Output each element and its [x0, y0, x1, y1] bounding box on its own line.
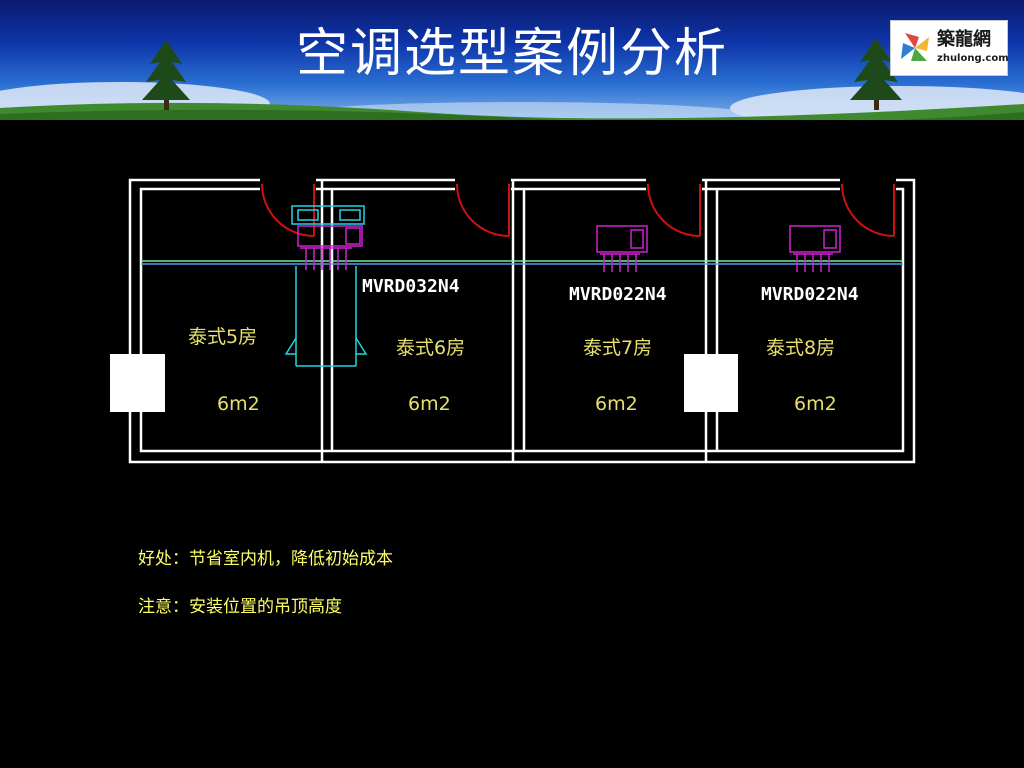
benefit-note: 好处：节省室内机，降低初始成本: [138, 549, 393, 569]
indoor-unit-room7: [596, 225, 648, 272]
tree-right: [850, 38, 902, 110]
floor-plan-diagram: MVRD032N4 MVRD022N4 MVRD022N4 泰式5房 泰式6房 …: [110, 176, 916, 464]
model-label-3: MVRD022N4: [761, 284, 859, 305]
indoor-unit-room8: [789, 225, 841, 272]
ducted-indoor-unit: [291, 205, 365, 270]
walls: [128, 178, 916, 464]
room-name-8: 泰式8房: [766, 337, 835, 359]
supply-duct: [284, 266, 368, 367]
room-area-6: 6m2: [408, 393, 451, 415]
model-label-2: MVRD022N4: [569, 284, 667, 305]
zhulong-logo: 築龍網 zhulong.com: [890, 20, 1009, 76]
room-name-5: 泰式5房: [188, 326, 257, 348]
room-area-7: 6m2: [595, 393, 638, 415]
logo-text: 築龍網: [937, 29, 991, 50]
sky-landscape-illustration: [0, 38, 1024, 120]
room-name-6: 泰式6房: [396, 337, 465, 359]
door-openings: [260, 176, 896, 194]
logo-url: zhulong.com: [937, 53, 1009, 64]
room-name-7: 泰式7房: [583, 337, 652, 359]
room-area-5: 6m2: [217, 393, 260, 415]
model-label-1: MVRD032N4: [362, 276, 460, 297]
structural-column-right: [684, 354, 738, 412]
structural-column-left: [110, 354, 165, 412]
room-area-8: 6m2: [794, 393, 837, 415]
tree-left: [142, 40, 190, 110]
header-banner: 空调选型案例分析 築龍網 zhulong.com: [0, 0, 1024, 120]
pinwheel-logo-icon: [901, 33, 929, 61]
ceiling-line: [141, 260, 903, 265]
slide-title: 空调选型案例分析: [295, 24, 728, 84]
attention-note: 注意：安装位置的吊顶高度: [138, 597, 342, 617]
